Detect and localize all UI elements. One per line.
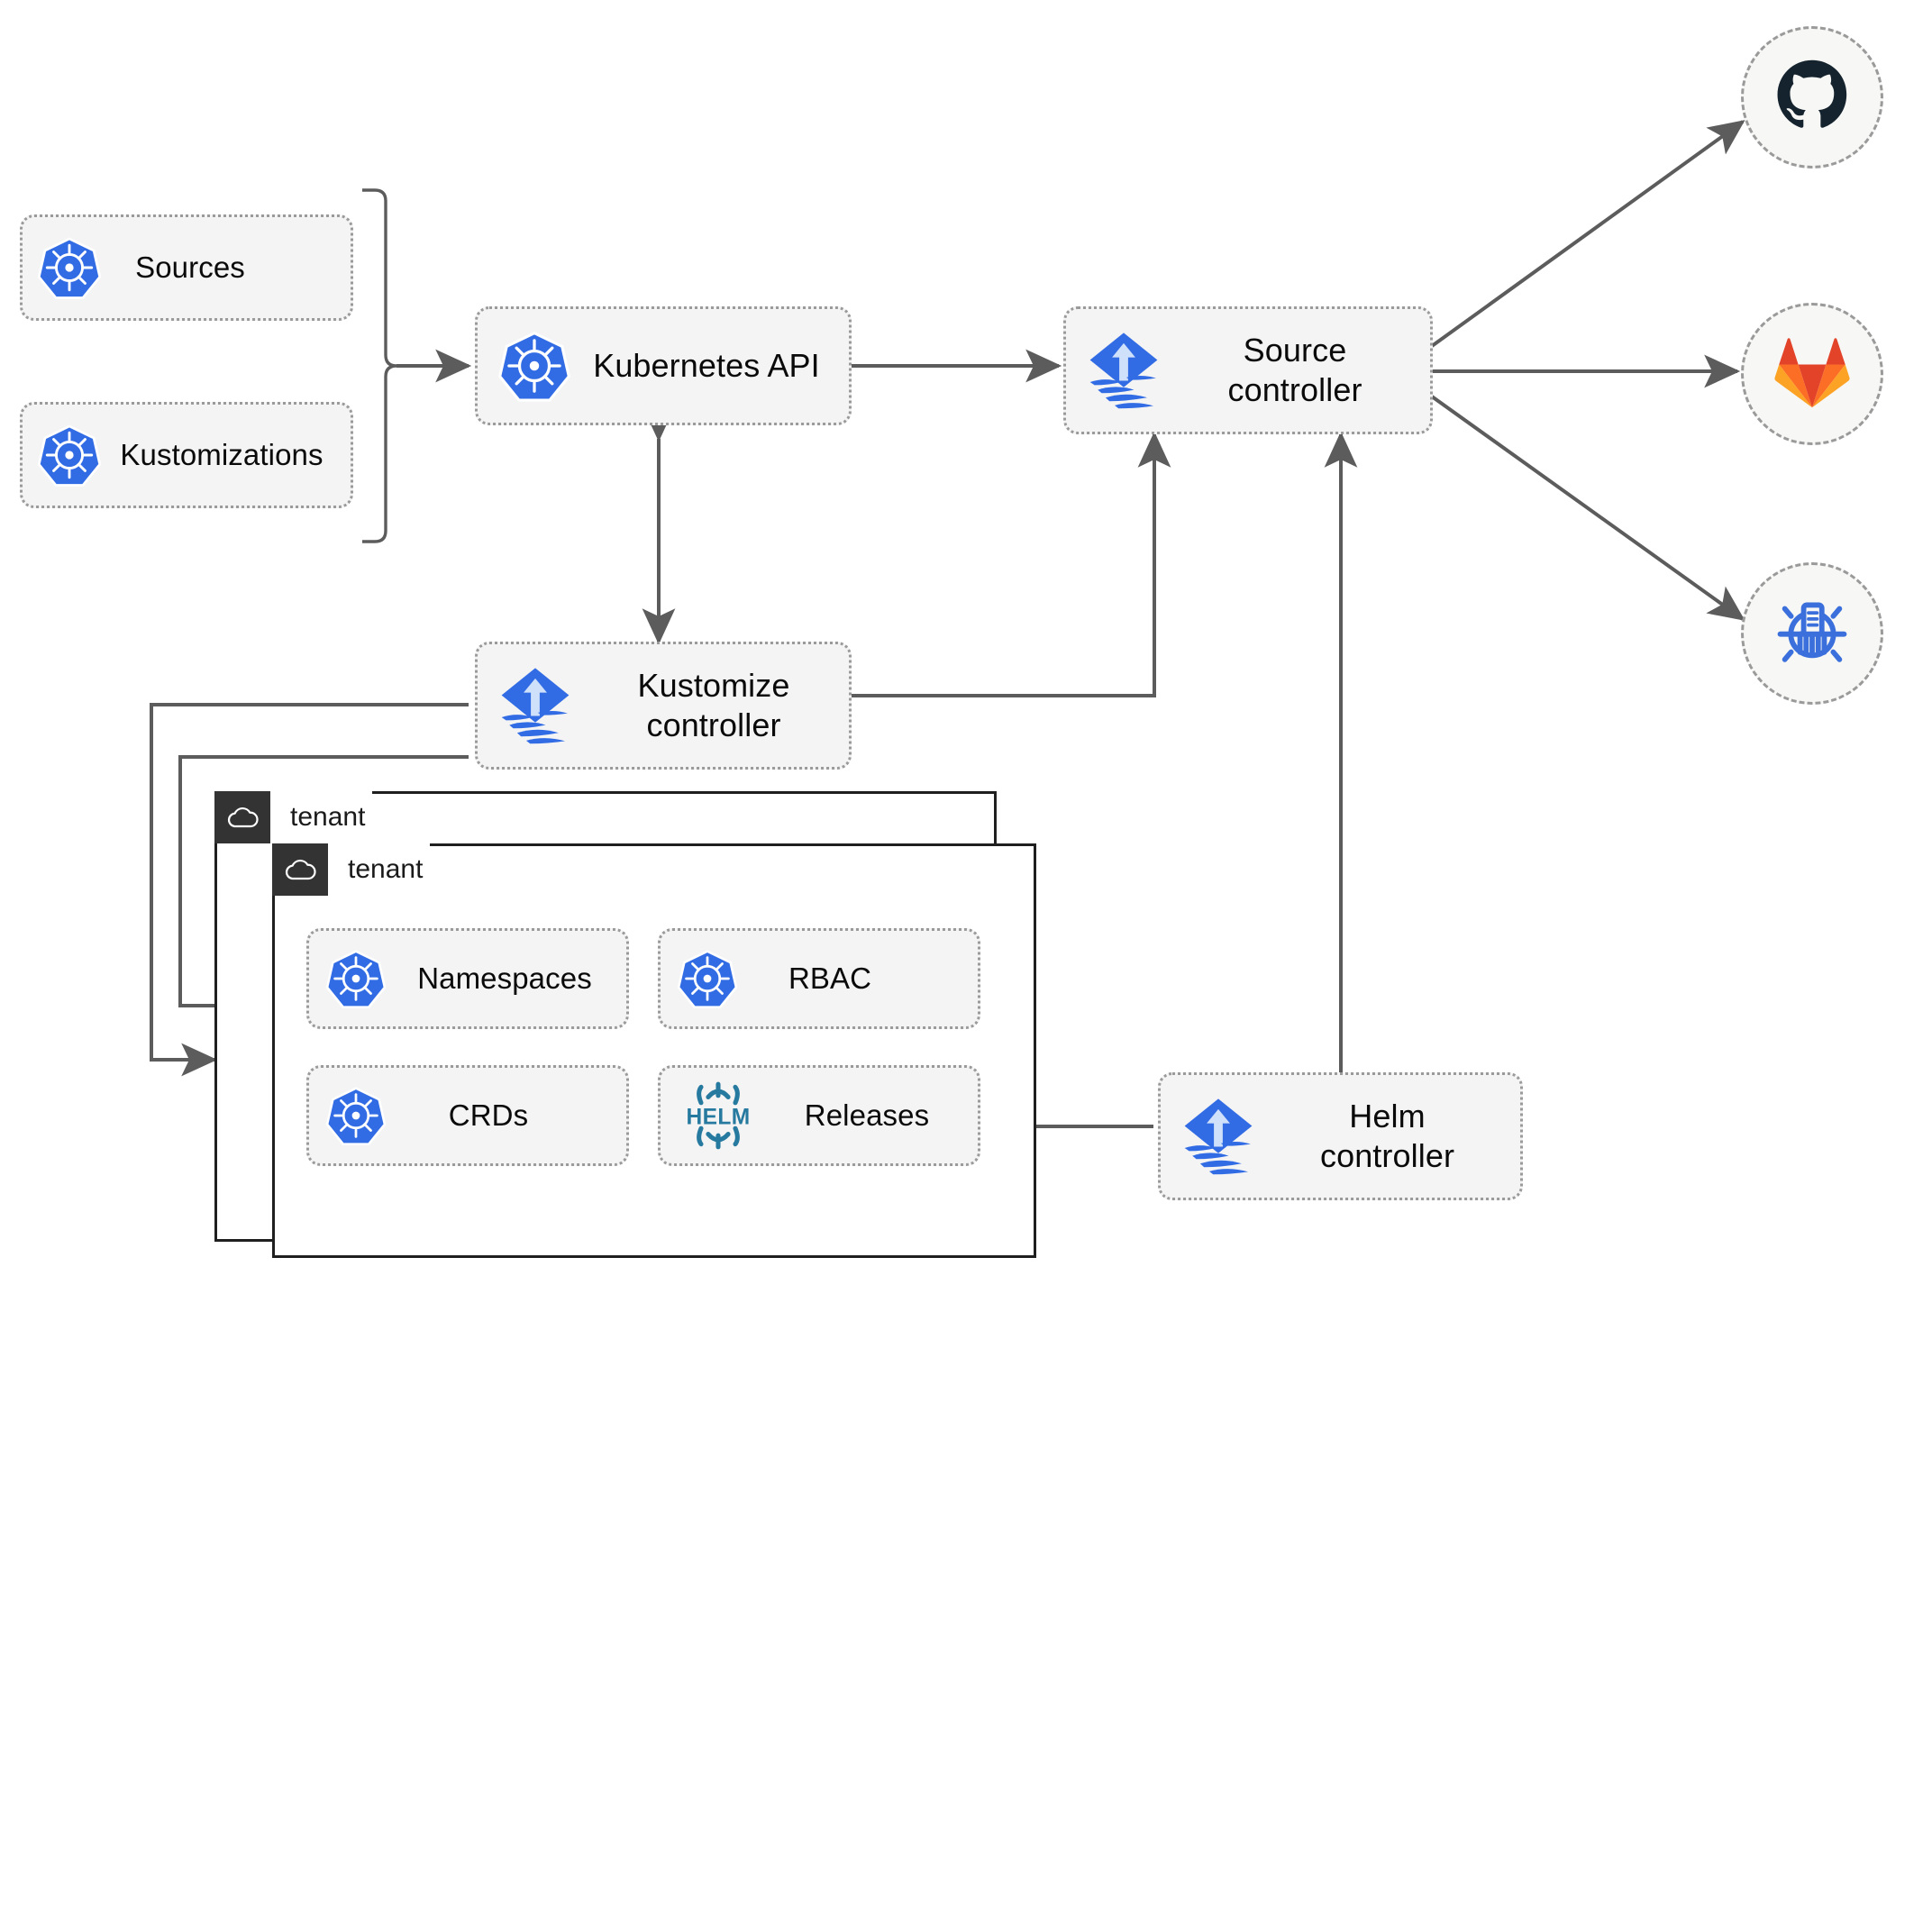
kubernetes-icon xyxy=(478,328,591,404)
kustomizations-label: Kustomizations xyxy=(120,437,324,471)
source-controller-line1: Source xyxy=(1243,332,1347,369)
kubernetes-icon xyxy=(23,422,116,488)
connector-layer xyxy=(150,120,1745,1144)
crds-label: CRDs xyxy=(448,1098,529,1132)
source-controller-line2: controller xyxy=(1227,371,1362,408)
kustomize-controller-line2: controller xyxy=(646,706,781,743)
svg-text:HELM: HELM xyxy=(686,1106,750,1130)
releases-label: Releases xyxy=(804,1098,930,1132)
node-kustomize-controller[interactable]: Kustomize controller xyxy=(475,642,852,770)
tenant-header: tenant xyxy=(272,843,431,896)
node-namespaces[interactable]: Namespaces xyxy=(306,928,629,1029)
tenant-container-inner[interactable]: tenant xyxy=(272,843,1036,1258)
cloud-icon xyxy=(272,843,328,896)
group-bracket xyxy=(362,188,397,543)
sources-label: Sources xyxy=(135,250,245,284)
cloud-icon xyxy=(214,791,270,843)
kustomize-controller-line1: Kustomize xyxy=(637,667,790,705)
github-icon xyxy=(1775,59,1849,137)
node-helm-controller[interactable]: Helm controller xyxy=(1158,1072,1523,1200)
kubernetes-api-label: Kubernetes API xyxy=(593,347,820,385)
rbac-label: RBAC xyxy=(788,961,872,995)
provider-gitlab[interactable] xyxy=(1741,303,1883,445)
kustomize-controller-label: Kustomize controller xyxy=(593,666,849,745)
flux-icon xyxy=(1161,1095,1276,1178)
kubernetes-icon xyxy=(309,947,403,1010)
helm-icon: HELM xyxy=(661,1081,776,1150)
source-controller-label: Source controller xyxy=(1181,331,1430,410)
namespaces-label: Namespaces xyxy=(417,961,592,995)
helm-controller-line1: Helm xyxy=(1349,1098,1426,1135)
node-source-controller[interactable]: Source controller xyxy=(1063,306,1433,434)
node-rbac[interactable]: RBAC xyxy=(658,928,980,1029)
node-releases[interactable]: HELM Releases xyxy=(658,1065,980,1166)
tenant-name: tenant xyxy=(270,791,373,843)
node-kustomizations[interactable]: Kustomizations xyxy=(20,402,353,508)
kubernetes-icon xyxy=(309,1084,403,1147)
kubernetes-icon xyxy=(661,947,754,1010)
edge-source-github xyxy=(1430,120,1745,348)
node-crds[interactable]: CRDs xyxy=(306,1065,629,1166)
provider-github[interactable] xyxy=(1741,26,1883,169)
kubernetes-icon xyxy=(23,234,116,301)
tenant-header: tenant xyxy=(214,791,373,843)
edge-source-helmrepo xyxy=(1430,395,1745,621)
flux-icon xyxy=(1066,329,1181,412)
provider-helm-repository[interactable] xyxy=(1741,562,1883,705)
node-kubernetes-api[interactable]: Kubernetes API xyxy=(475,306,852,425)
flux-icon xyxy=(478,664,593,747)
edge-kustomize-source xyxy=(852,431,1171,697)
edge-kustomize-tenant-1 xyxy=(150,703,469,1077)
helm-controller-line2: controller xyxy=(1319,1137,1455,1174)
helm-controller-label: Helm controller xyxy=(1276,1097,1520,1176)
gitlab-icon xyxy=(1773,335,1851,414)
helm-repository-icon xyxy=(1773,593,1851,675)
node-sources[interactable]: Sources xyxy=(20,214,353,321)
tenant-name: tenant xyxy=(328,843,431,896)
